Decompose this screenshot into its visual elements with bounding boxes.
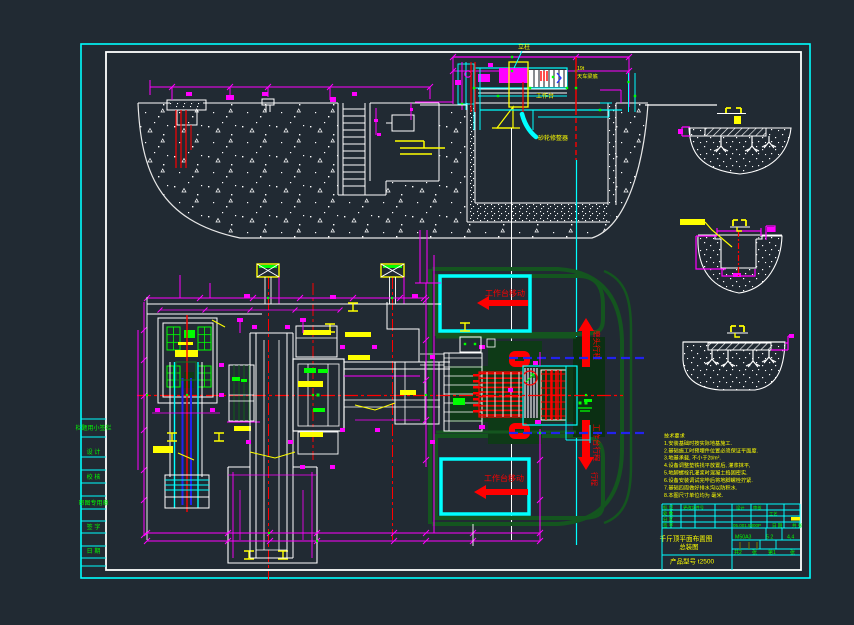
svg-text:审核: 审核 (753, 504, 762, 511)
svg-text:日 期: 日 期 (772, 523, 783, 529)
svg-text:千斤顶平面布置图: 千斤顶平面布置图 (660, 534, 713, 543)
svg-text:设计: 设计 (736, 504, 744, 511)
svg-text:M50A3: M50A3 (735, 535, 752, 541)
svg-text:8.本图尺寸单位均为 毫米.: 8.本图尺寸单位均为 毫米. (664, 491, 723, 499)
svg-text:5 2: 5 2 (766, 535, 773, 541)
svg-text:砂轮修整器: 砂轮修整器 (538, 134, 568, 142)
svg-text:处 数: 处 数 (663, 510, 674, 517)
svg-text:工作台移动: 工作台移动 (485, 288, 525, 298)
svg-text:2.基础施工时预埋件位置必须保证平面度.: 2.基础施工时预埋件位置必须保证平面度. (664, 447, 758, 455)
svg-text:1.安装基础时按实际地基施工.: 1.安装基础时按实际地基施工. (664, 439, 732, 447)
svg-text:05.001.5000P: 05.001.5000P (733, 523, 761, 528)
svg-text:签 字: 签 字 (663, 522, 674, 528)
svg-text:栏题用小签栏: 栏题用小签栏 (75, 424, 111, 432)
svg-text:审图专用章: 审图专用章 (78, 499, 108, 507)
svg-text:第1: 第1 (768, 549, 776, 556)
svg-text:4,4: 4,4 (787, 535, 794, 541)
svg-text:分 区: 分 区 (663, 516, 674, 523)
svg-text:3.地基承载, 不小于2t/m².: 3.地基承载, 不小于2t/m². (664, 454, 721, 462)
svg-text:工作台移动: 工作台移动 (484, 473, 524, 483)
svg-text:张: 张 (752, 549, 757, 556)
svg-text:总装图: 总装图 (679, 542, 698, 551)
svg-text:共 张: 共 张 (792, 522, 803, 529)
svg-text:19t: 19t (577, 66, 585, 72)
svg-text:磨头行程: 磨头行程 (592, 330, 602, 360)
svg-text:工作台行程: 工作台行程 (592, 424, 602, 462)
svg-text:6.设备安装调试完毕后将地脚螺栓拧紧.: 6.设备安装调试完毕后将地脚螺栓拧紧. (664, 476, 753, 484)
svg-text:7.基础四周做好排水沟以防积水.: 7.基础四周做好排水沟以防积水. (664, 484, 737, 492)
svg-text:标 记: 标 记 (663, 504, 674, 511)
svg-text:立柱: 立柱 (518, 43, 530, 51)
svg-text:工艺: 工艺 (769, 511, 777, 516)
svg-text:校 核: 校 核 (87, 473, 101, 481)
svg-text:张: 张 (790, 549, 795, 556)
svg-text:工作台: 工作台 (536, 92, 554, 100)
svg-text:设 计: 设 计 (87, 448, 101, 456)
svg-text:签 字: 签 字 (87, 523, 101, 531)
svg-text:5.地脚螺栓孔灌浆时混凝土捣固密实.: 5.地脚螺栓孔灌浆时混凝土捣固密实. (664, 469, 748, 477)
svg-text:共2: 共2 (734, 549, 742, 556)
svg-text:更改文件号: 更改文件号 (683, 504, 704, 511)
svg-text:产品型号 t2500: 产品型号 t2500 (670, 557, 714, 566)
svg-text:技术要求: 技术要求 (664, 432, 686, 440)
svg-text:天车梁底: 天车梁底 (577, 72, 598, 80)
svg-text:行程: 行程 (590, 472, 599, 486)
svg-text:4.设备调整垫铁找平放置后, 灌浆抹平,: 4.设备调整垫铁找平放置后, 灌浆抹平, (664, 461, 750, 469)
svg-text:日 期: 日 期 (87, 547, 101, 555)
